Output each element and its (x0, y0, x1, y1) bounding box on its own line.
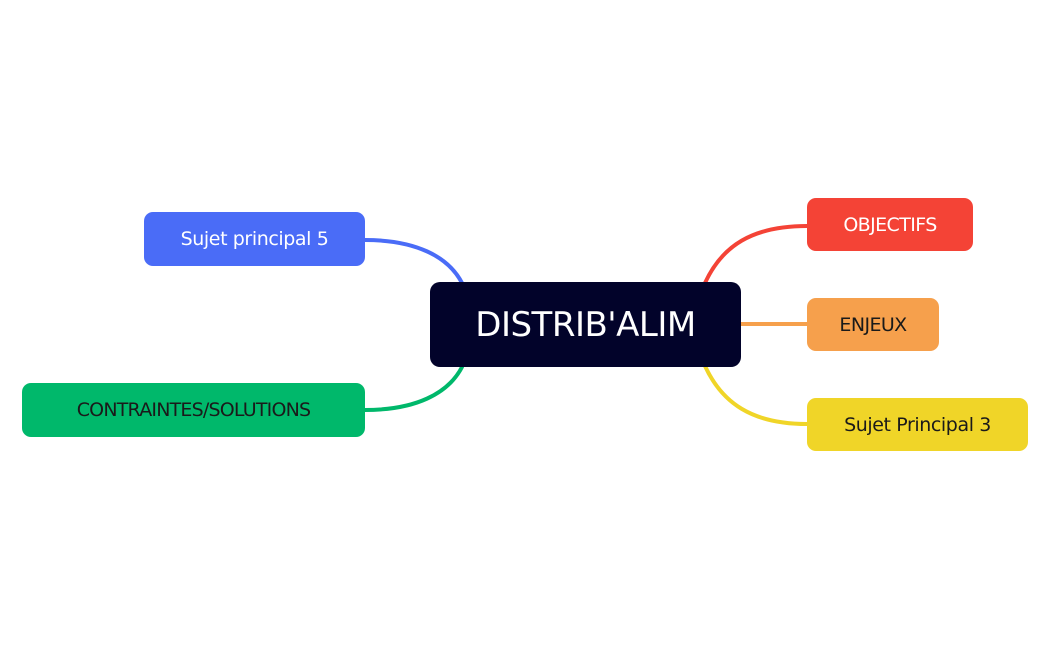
topic-contraintes-solutions-label: CONTRAINTES/SOLUTIONS (76, 399, 311, 421)
topic-sujet-principal-5-label: Sujet principal 5 (180, 228, 329, 250)
topic-contraintes-solutions[interactable]: CONTRAINTES/SOLUTIONS (22, 383, 365, 437)
connector-objectifs (703, 224, 809, 285)
central-topic[interactable]: DISTRIB'ALIM (430, 282, 741, 367)
topic-objectifs[interactable]: OBJECTIFS (807, 198, 973, 251)
connector-sujet3 (703, 364, 809, 426)
topic-sujet-principal-5[interactable]: Sujet principal 5 (144, 212, 365, 266)
topic-enjeux-label: ENJEUX (839, 313, 907, 336)
central-topic-label: DISTRIB'ALIM (475, 304, 696, 345)
topic-enjeux[interactable]: ENJEUX (807, 298, 939, 351)
connector-sujet5 (363, 238, 464, 285)
connector-contraintes (363, 365, 464, 412)
topic-sujet-principal-3-label: Sujet Principal 3 (844, 413, 991, 436)
topic-sujet-principal-3[interactable]: Sujet Principal 3 (807, 398, 1028, 451)
topic-objectifs-label: OBJECTIFS (843, 213, 937, 236)
